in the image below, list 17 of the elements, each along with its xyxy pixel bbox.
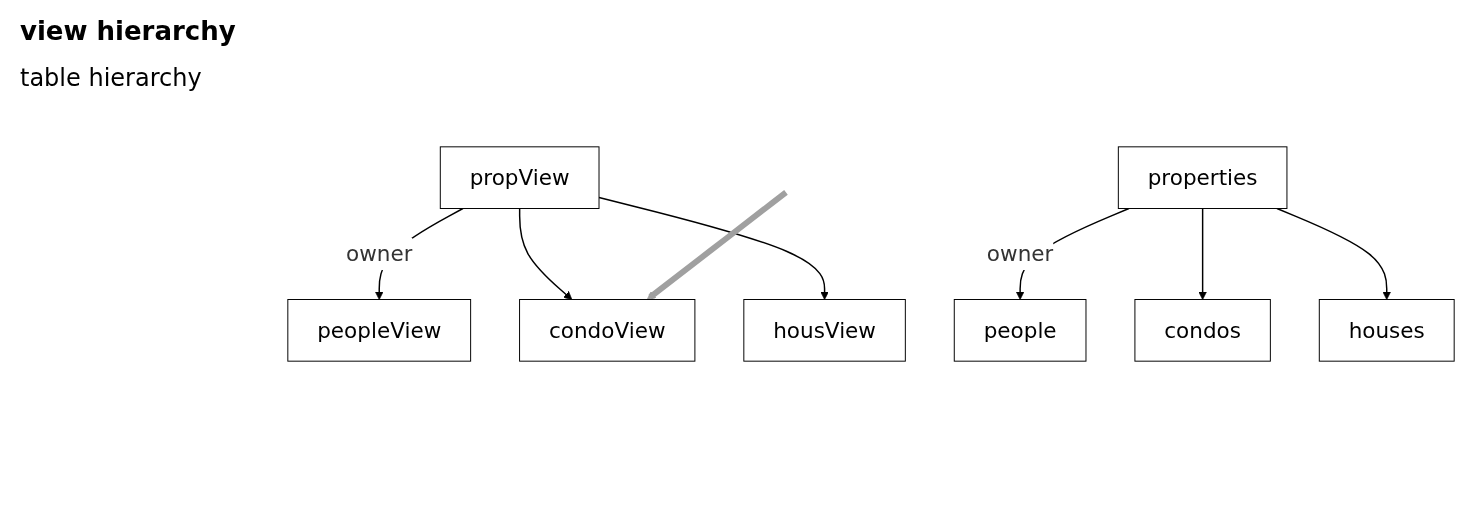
- node-box: housView: [743, 299, 906, 362]
- note-label: table hierarchy: [20, 64, 203, 92]
- arrow: [646, 190, 788, 300]
- node-box: condoView: [519, 299, 696, 362]
- node-box: people: [953, 299, 1087, 362]
- node-box: houses: [1318, 299, 1455, 362]
- edge-label: owner: [986, 241, 1054, 267]
- node-box: peopleView: [287, 299, 472, 362]
- arrow: [518, 207, 573, 300]
- edge-label: owner: [345, 241, 413, 267]
- node-box: properties: [1117, 146, 1288, 209]
- arrow: [1198, 207, 1207, 300]
- node-box: condos: [1134, 299, 1271, 362]
- arrow: [1276, 207, 1392, 300]
- arrow: [598, 196, 829, 300]
- diagram-title: view hierarchy: [20, 16, 237, 46]
- node-box: propView: [439, 146, 600, 209]
